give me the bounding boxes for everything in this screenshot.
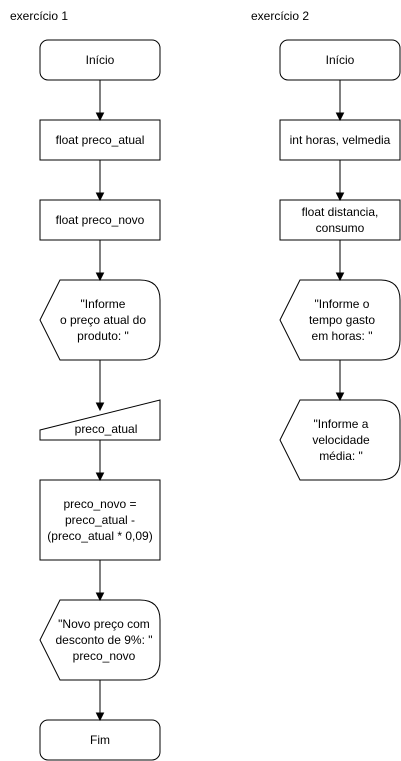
label-line: preco_atual [75,422,138,436]
label-line: float distancia, [302,205,379,219]
label-line: (preco_atual * 0,09) [47,529,152,543]
label-line: Fim [90,733,110,747]
label-line: float preco_atual [56,133,145,147]
ex1-end-label: Fim [90,733,110,747]
ex2-arrowhead-2 [335,192,345,202]
label-line: o preço atual do [60,313,146,327]
ex2-display-informe-tempo[interactable] [279,279,401,361]
label-line: velocidade [312,433,370,447]
ex1-decl-preco-atual-label: float preco_atual [56,133,145,147]
ex1-manual-input-preco-atual-label: preco_atual [75,422,138,436]
ex1-arrowhead-2 [95,192,105,202]
exercise2-title: exercício 2 [251,9,309,23]
label-line: em horas: " [312,329,373,343]
label-line: float preco_novo [56,213,145,227]
ex1-decl-preco-atual[interactable] [39,119,161,161]
ex1-manual-input-preco-atual[interactable] [39,399,161,441]
label-line: produto: " [77,329,129,343]
label-line: "Informe a [314,417,369,431]
exercise1-title: exercício 1 [10,9,68,23]
ex1-display-informe-preco[interactable] [39,279,161,361]
ex1-arrowhead-6 [95,592,105,602]
ex1-display-novo-preco-label: "Novo preço com desconto de 9%: " preco_no… [56,617,153,663]
label-line: "Novo preço com [58,617,150,631]
label-line: preco_novo = [63,497,136,511]
ex1-display-informe-preco-label: "Informe o preço atual do produto: " [60,297,146,343]
ex2-display-informe-velocidade[interactable] [279,399,401,481]
ex2-decl-distancia-consumo-label: float distancia, consumo [302,205,379,235]
label-line: "Informe [81,297,126,311]
label-line: Início [86,53,115,67]
label-line: tempo gasto [309,313,375,327]
ex2-decl-horas-velmedia-label: int horas, velmedia [290,133,391,147]
label-line: consumo [316,221,365,235]
ex2-start-label: Início [326,53,355,67]
label-line: desconto de 9%: " [56,633,153,647]
ex1-process-calculo-label: preco_novo = preco_atual - (preco_atual * … [47,497,152,543]
label-line: preco_novo [73,649,136,663]
ex1-process-calculo[interactable] [39,479,161,561]
ex2-decl-horas-velmedia[interactable] [279,119,401,161]
ex1-arrowhead-7 [95,712,105,722]
label-line: "Informe o [315,297,370,311]
ex1-display-novo-preco[interactable] [39,599,161,681]
ex2-display-informe-velocidade-label: "Informe a velocidade média: " [312,417,370,463]
ex1-decl-preco-novo-label: float preco_novo [56,213,145,227]
label-line: Início [326,53,355,67]
ex2-arrowhead-3 [335,272,345,282]
ex2-display-informe-tempo-label: "Informe o tempo gasto em horas: " [309,297,375,343]
ex2-arrowhead-4 [335,392,345,402]
ex2-arrowhead-1 [335,112,345,122]
label-line: int horas, velmedia [290,133,391,147]
label-line: média: " [319,449,363,463]
ex1-start-label: Início [86,53,115,67]
ex1-arrowhead-1 [95,112,105,122]
label-line: preco_atual - [65,513,135,527]
ex1-arrowhead-4 [95,402,105,412]
ex1-arrowhead-3 [95,272,105,282]
ex1-arrowhead-5 [95,472,105,482]
